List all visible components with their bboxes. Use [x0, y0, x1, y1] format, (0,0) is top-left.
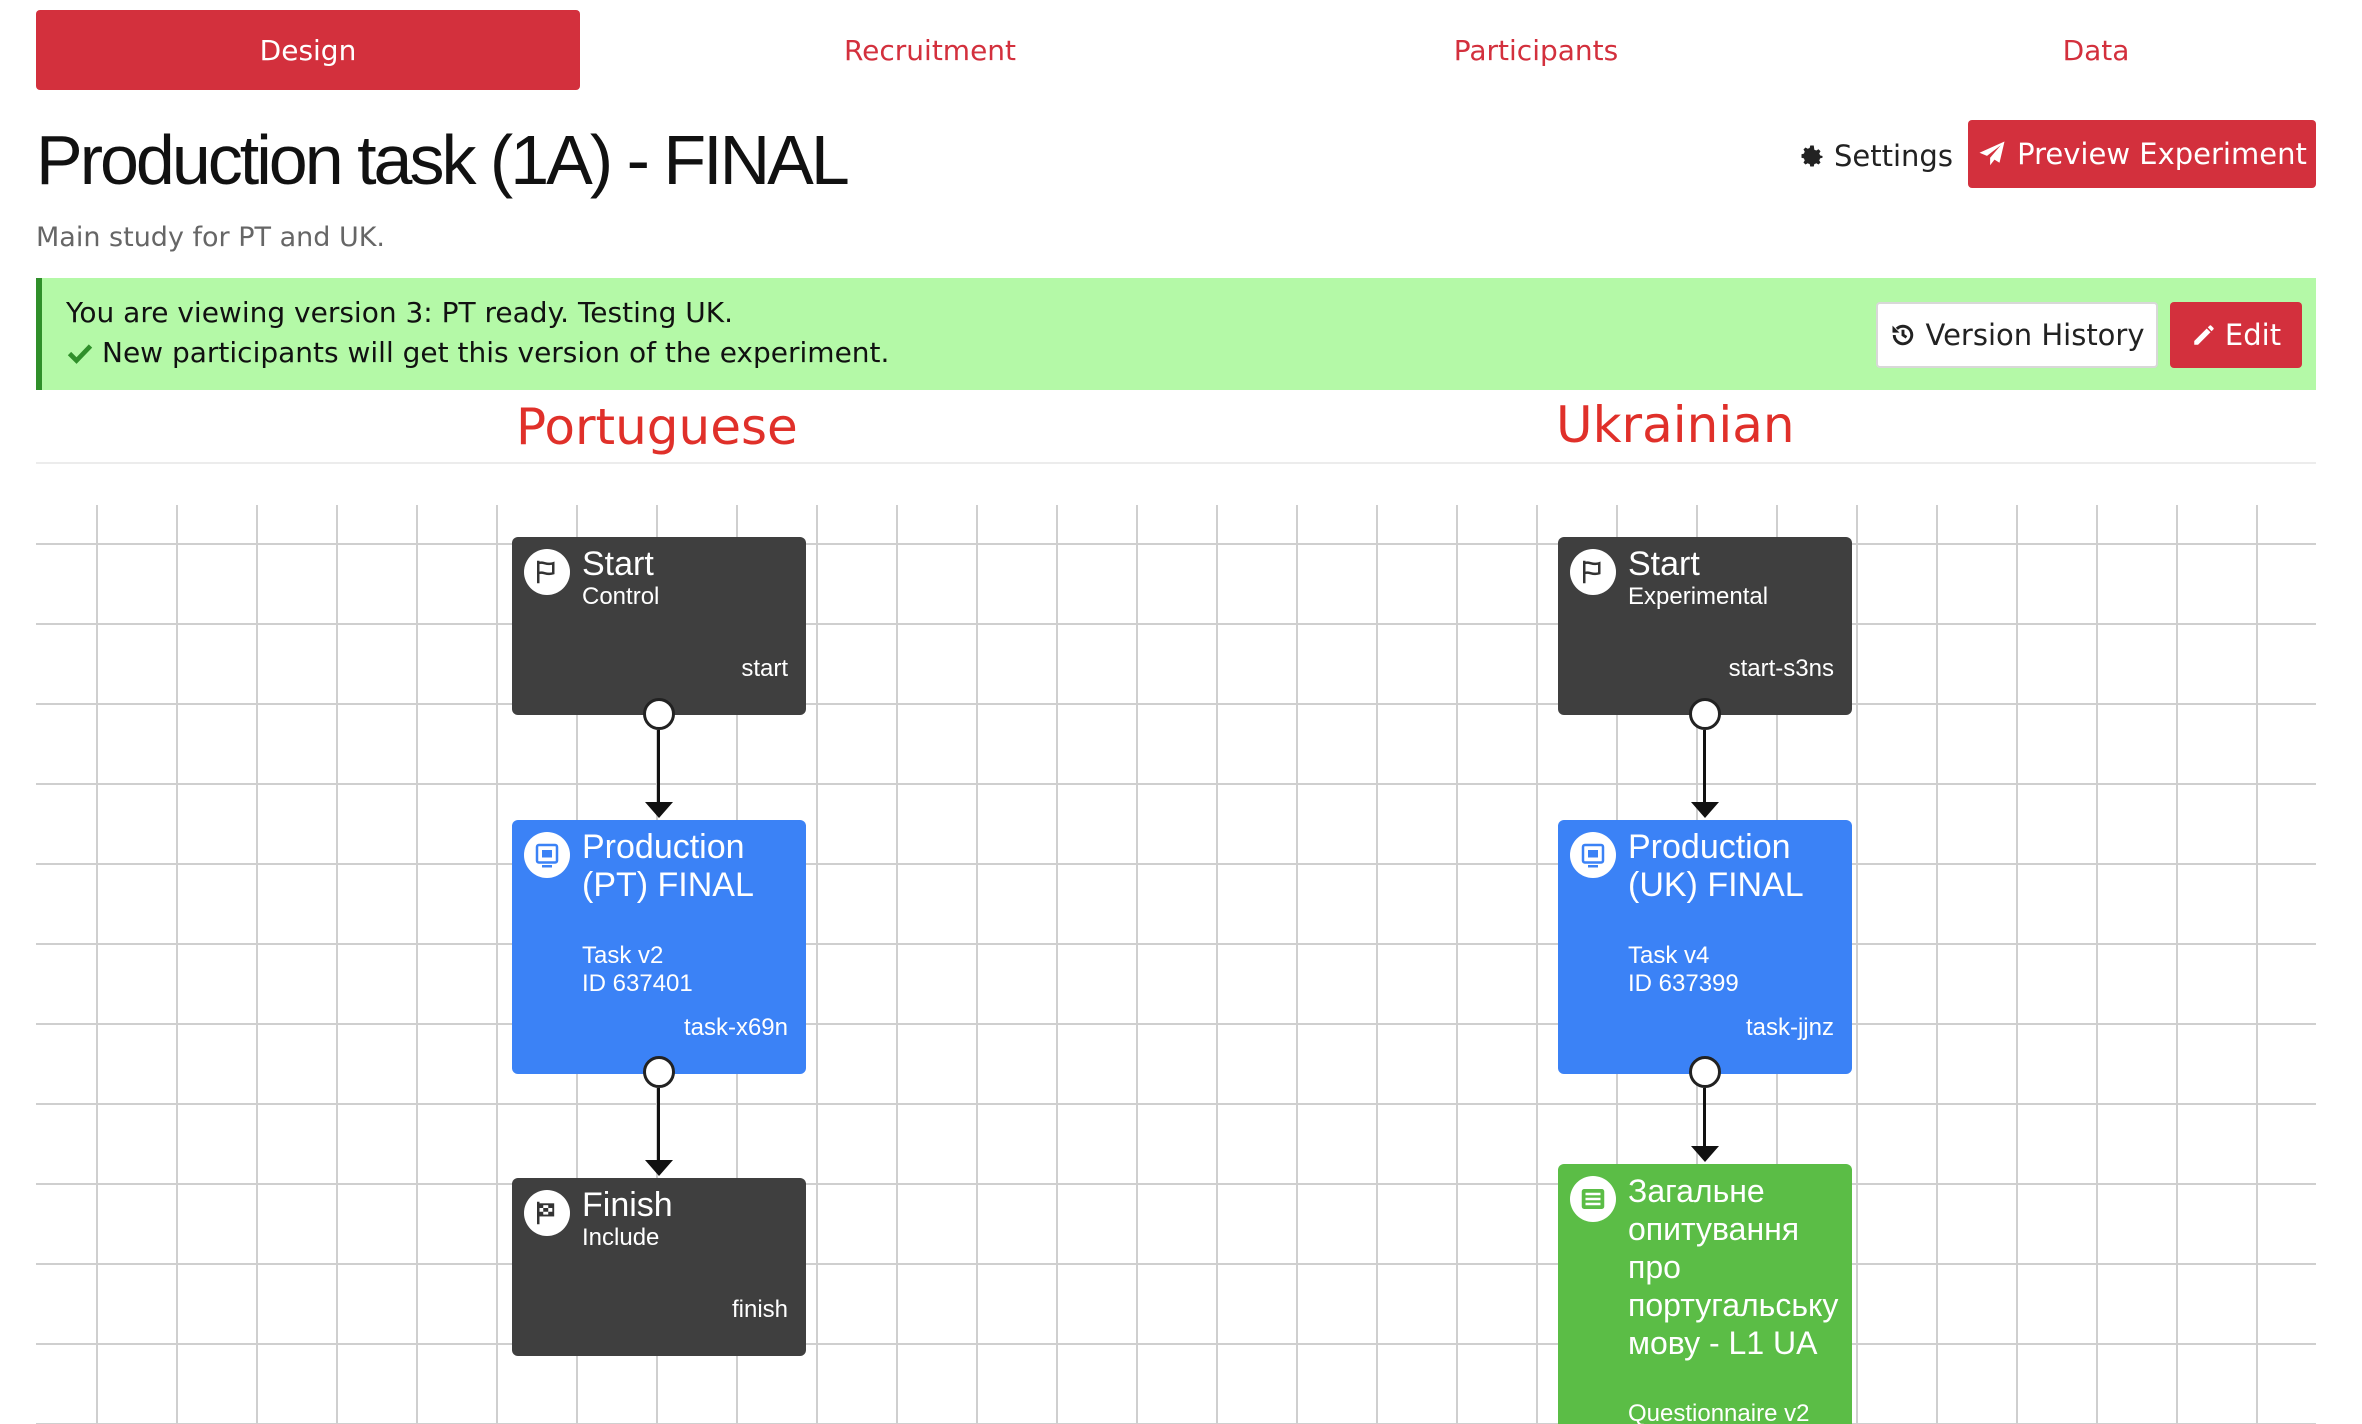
node-task-id: ID 637399	[1628, 970, 1739, 997]
node-title: Production (UK) FINAL	[1628, 828, 1804, 904]
edge	[1703, 730, 1706, 802]
edit-label: Edit	[2224, 318, 2282, 352]
paper-plane-icon	[1979, 141, 2005, 166]
node-task-id: ID 637401	[582, 970, 693, 997]
node-connector[interactable]	[1689, 698, 1721, 730]
list-icon	[1570, 1176, 1616, 1222]
tab-data[interactable]: Data	[2062, 33, 2130, 67]
settings-button[interactable]: Settings	[1798, 136, 1953, 176]
arrowhead	[1691, 1146, 1719, 1162]
heading-ukrainian: Ukrainian	[1556, 396, 1795, 454]
version-history-label: Version History	[1925, 318, 2145, 352]
arrowhead	[1691, 802, 1719, 818]
pencil-icon	[2194, 325, 2214, 345]
node-id: task-jjnz	[1745, 1014, 1834, 1041]
node-version: Questionnaire v2	[1628, 1400, 1810, 1424]
node-task-production-uk[interactable]: Production (UK) FINAL Task v4 ID 637399 …	[1558, 820, 1852, 1074]
node-id: start-s3ns	[1728, 655, 1834, 682]
page-title: Production task (1A) - FINAL	[36, 121, 850, 199]
divider	[36, 462, 2316, 464]
node-connector[interactable]	[643, 698, 675, 730]
settings-label: Settings	[1834, 139, 1953, 173]
design-canvas[interactable]	[36, 505, 2316, 1424]
preview-experiment-button[interactable]: Preview Experiment	[1968, 120, 2316, 188]
version-note: New participants will get this version o…	[66, 336, 889, 369]
node-start-control[interactable]: Start Control start	[512, 537, 806, 715]
node-id: finish	[731, 1296, 788, 1323]
node-title: Загальне опитування про португальську мо…	[1628, 1173, 1839, 1361]
tab-participants[interactable]: Participants	[1453, 33, 1619, 67]
node-id: start	[741, 655, 788, 682]
edge	[1703, 1088, 1706, 1146]
flag-icon	[524, 549, 570, 595]
edge	[657, 1088, 660, 1160]
flag-icon	[1570, 549, 1616, 595]
node-version: Task v2	[582, 942, 664, 969]
arrowhead	[645, 1160, 673, 1176]
node-title: Start	[582, 545, 654, 583]
node-title: Finish	[582, 1186, 673, 1224]
node-title: Start	[1628, 545, 1700, 583]
node-id: task-x69n	[683, 1014, 788, 1041]
version-note-text: New participants will get this version o…	[102, 336, 890, 369]
arrowhead	[645, 802, 673, 818]
node-subtitle: Experimental	[1628, 583, 1769, 610]
task-icon	[1570, 832, 1616, 878]
node-task-production-pt[interactable]: Production (PT) FINAL Task v2 ID 637401 …	[512, 820, 806, 1074]
node-connector[interactable]	[1689, 1056, 1721, 1088]
node-version: Task v4	[1628, 942, 1710, 969]
preview-experiment-label: Preview Experiment	[2017, 137, 2307, 171]
version-history-button[interactable]: Version History	[1876, 302, 2158, 368]
node-subtitle: Control	[582, 583, 660, 610]
node-finish-include[interactable]: Finish Include finish	[512, 1178, 806, 1356]
edge	[657, 730, 660, 802]
page-subtitle: Main study for PT and UK.	[36, 222, 385, 253]
history-icon	[1892, 324, 1914, 346]
heading-portuguese: Portuguese	[516, 398, 798, 456]
edit-button[interactable]: Edit	[2170, 302, 2302, 368]
tab-design[interactable]: Design	[36, 10, 580, 90]
nav-tabs: Design Recruitment Participants Data	[36, 10, 2316, 90]
checkered-flag-icon	[524, 1190, 570, 1236]
version-banner: You are viewing version 3: PT ready. Tes…	[36, 278, 2316, 390]
node-subtitle: Include	[582, 1224, 660, 1251]
check-icon	[67, 343, 93, 364]
node-title: Production (PT) FINAL	[582, 828, 754, 904]
gear-icon	[1801, 145, 1823, 167]
node-questionnaire-ua[interactable]: Загальне опитування про португальську мо…	[1558, 1164, 1852, 1424]
version-info: You are viewing version 3: PT ready. Tes…	[66, 296, 734, 329]
node-start-experimental[interactable]: Start Experimental start-s3ns	[1558, 537, 1852, 715]
tab-recruitment[interactable]: Recruitment	[843, 33, 1017, 67]
task-icon	[524, 832, 570, 878]
node-connector[interactable]	[643, 1056, 675, 1088]
